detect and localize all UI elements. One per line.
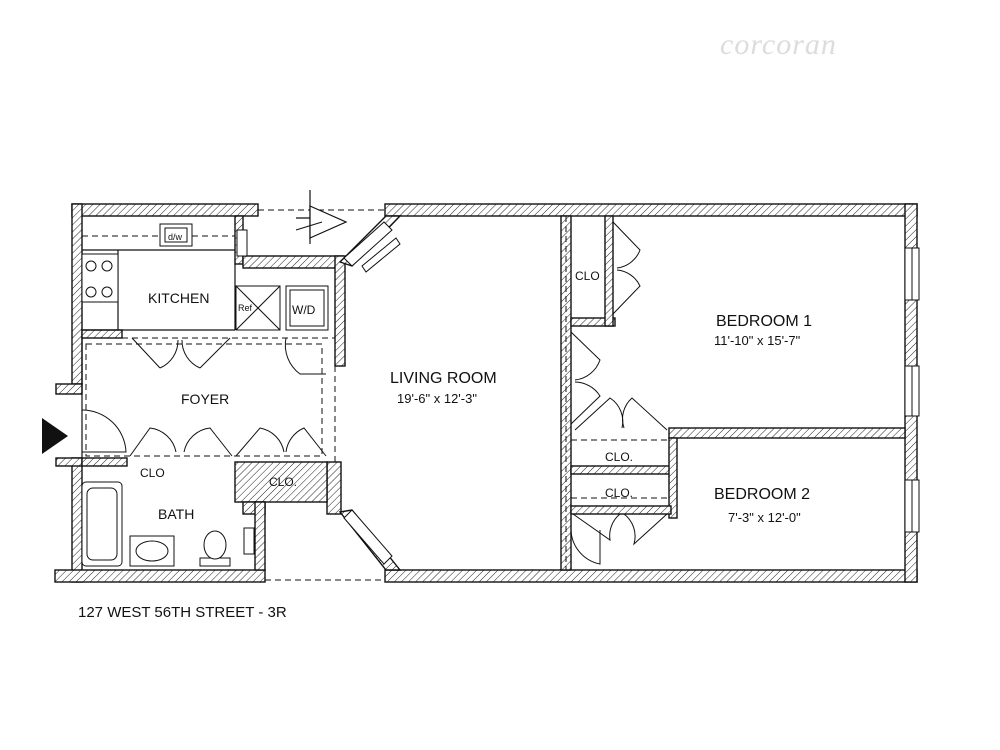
- bedroom2-dimensions: 7'-3" x 12'-0": [728, 510, 801, 525]
- kitchen-window: [236, 229, 248, 257]
- bedroom2-label: BEDROOM 2: [714, 486, 810, 503]
- address-label: 127 WEST 56TH STREET - 3R: [78, 604, 287, 621]
- north-arrow-icon: [295, 190, 348, 244]
- living-room-dimensions: 19'-6" x 12'-3": [397, 391, 477, 406]
- living-room-windows: [343, 221, 401, 565]
- closet-hall-lower-label: CLO.: [605, 486, 633, 500]
- door-swings: [81, 221, 668, 565]
- washer-dryer: W/D: [285, 285, 329, 331]
- closet-hall-upper-label: CLO.: [605, 450, 633, 464]
- kitchen-label: KITCHEN: [148, 290, 209, 306]
- stove: [81, 253, 119, 303]
- brand-watermark: corcoran: [720, 28, 837, 61]
- living-room-label: LIVING ROOM: [390, 370, 497, 387]
- bath-label: BATH: [158, 506, 194, 522]
- foyer-label: FOYER: [181, 391, 229, 407]
- detail-lines: [81, 209, 669, 581]
- bath-fixtures: [81, 481, 255, 567]
- dishwasher-label: d/w: [168, 232, 183, 242]
- right-windows: [904, 247, 920, 533]
- bedroom1-dimensions: 11'-10" x 15'-7": [714, 333, 801, 348]
- closet-bath-label: CLO: [140, 466, 165, 480]
- bedroom1-label: BEDROOM 1: [716, 313, 812, 330]
- closet-foyer-label: CLO.: [269, 475, 297, 489]
- refrigerator: Ref: [235, 285, 281, 331]
- kitchen-sink: d/w: [159, 223, 193, 247]
- entry-arrow-icon: [42, 418, 68, 454]
- washer-dryer-label: W/D: [292, 303, 316, 317]
- refrigerator-label: Ref: [238, 303, 253, 313]
- closet-bedroom1-label: CLO: [575, 269, 600, 283]
